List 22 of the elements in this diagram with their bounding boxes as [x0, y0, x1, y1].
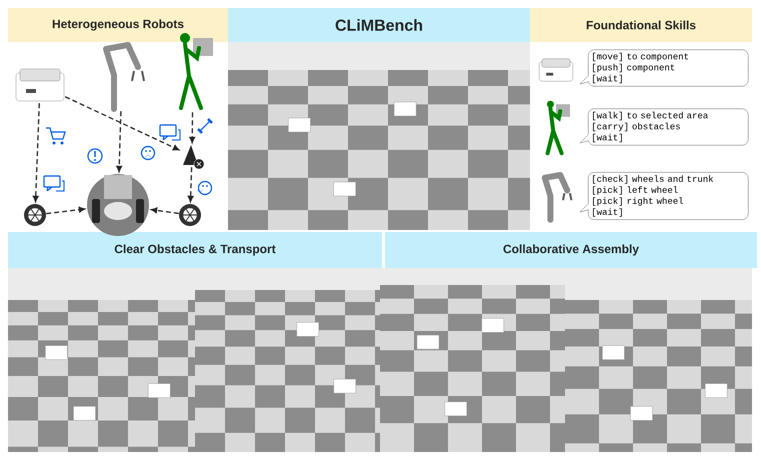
obstacle-icon	[183, 145, 204, 170]
wheel-icon	[179, 204, 201, 226]
speech-bubble: [walk] to selected area [carry] obstacles [wait]	[580, 108, 748, 146]
arrow	[188, 167, 194, 202]
header-band: Foundational Skills	[530, 8, 752, 42]
arrow	[150, 207, 179, 214]
humanoid-robot-drawing	[179, 33, 213, 110]
header-band: CLiMBench	[228, 8, 530, 42]
speech-bubble: [move] to component [push] component [wait]	[580, 50, 748, 86]
arrow	[32, 103, 40, 202]
arrow	[64, 96, 180, 150]
header-band: Clear Obstacles & Transport	[8, 232, 382, 268]
arrow	[189, 112, 196, 144]
assembly-picture	[87, 174, 149, 236]
robot-arm-drawing	[103, 42, 145, 112]
arrow	[116, 111, 122, 172]
wheel-icon	[24, 204, 46, 226]
mobile-robot-drawing	[16, 68, 64, 102]
header-band: Heterogeneous Robots	[8, 8, 228, 42]
speech-bubble: [check] wheels and trunk [pick] left wheel [pick] right wheel [wait]	[580, 172, 748, 220]
header-band: Collaborative Assembly	[385, 232, 757, 268]
arrow	[46, 206, 86, 214]
